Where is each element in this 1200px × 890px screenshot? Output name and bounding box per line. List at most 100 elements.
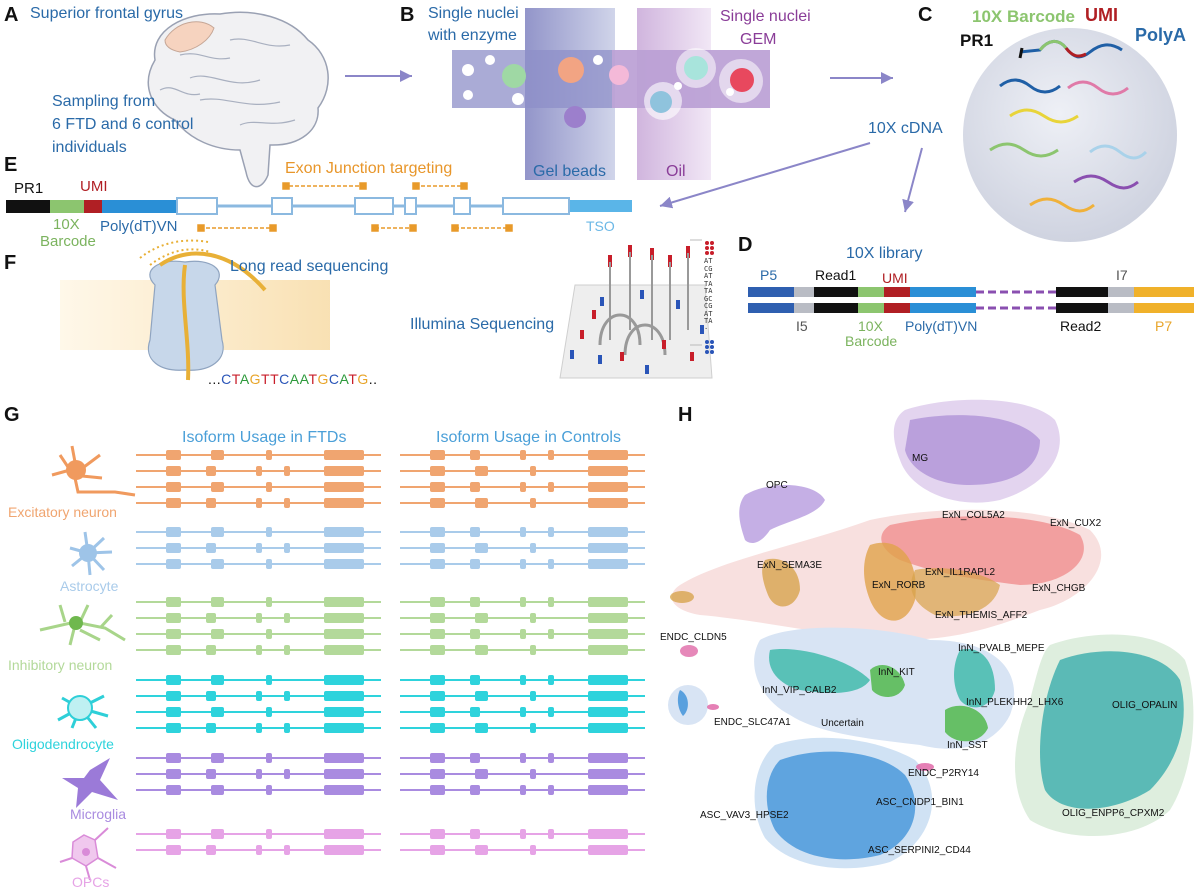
isoform-exon [206, 691, 216, 701]
umap-cluster-label: InN_KIT [878, 667, 915, 678]
library-construct [748, 287, 1194, 313]
isoform-exon [548, 675, 554, 685]
umap-cluster-label: Uncertain [821, 718, 864, 729]
isoform-exon [588, 829, 628, 839]
umap-plot [668, 399, 1194, 869]
read1-label: Read1 [815, 267, 857, 283]
isoform-exon [530, 723, 536, 733]
umap-cluster-label: InN_PLEKHH2_LHX6 [966, 697, 1064, 708]
isoform-exon [430, 845, 445, 855]
isoform-exon [475, 691, 488, 701]
isoform-exon [430, 707, 445, 717]
read-base-pair: CG [704, 264, 713, 273]
isoform-exon [475, 723, 488, 733]
region-title: Superior frontal gyrus [30, 5, 183, 22]
isoform-exon [256, 769, 262, 779]
sequence-base: T [308, 371, 318, 387]
sequence-base: A [239, 371, 250, 387]
isoform-exon [284, 845, 290, 855]
isoform-exon [166, 845, 181, 855]
isoform-exon [256, 723, 262, 733]
isoform-exon [324, 829, 364, 839]
isoform-exon [548, 527, 554, 537]
isoform-exon [324, 450, 364, 460]
isoform-exon [256, 543, 262, 553]
cell-type-label: Microglia [70, 806, 127, 822]
barcode-label-d-1: 10X [858, 318, 883, 334]
isoform-exon [588, 785, 628, 795]
brain-illustration [147, 11, 329, 188]
sequence-base: G [357, 371, 369, 387]
polya-label: PolyA [1135, 25, 1187, 45]
isoform-exon [166, 675, 181, 685]
isoform-exon [324, 543, 364, 553]
isoform-exon [588, 845, 628, 855]
isoform-exon [588, 482, 628, 492]
read-base-pair: CG [704, 302, 713, 310]
isoform-exon [266, 753, 272, 763]
isoform-exon [166, 769, 181, 779]
isoform-exon [520, 450, 526, 460]
read-base-pair: GC [704, 294, 713, 303]
read-base-pair: TA [704, 279, 713, 288]
isoform-exon [166, 645, 181, 655]
isoform-exon [324, 629, 364, 639]
isoform-exon [475, 613, 488, 623]
panel-label-d: D [738, 234, 753, 256]
sequence-prefix: ... [208, 371, 222, 387]
isoform-exon [475, 543, 488, 553]
isoform-exon [475, 769, 488, 779]
isoform-exon [588, 691, 628, 701]
isoform-exon [206, 645, 216, 655]
isoform-exon [430, 613, 445, 623]
isoform-exon [548, 482, 554, 492]
isoform-exon [530, 691, 536, 701]
umap-cluster-label: OPC [766, 480, 788, 491]
nuclei-gem-line-2: GEM [740, 31, 777, 48]
umap-cluster-label: ASC_CNDP1_BIN1 [876, 797, 964, 808]
isoform-exon [266, 785, 272, 795]
isoform-exon [470, 482, 480, 492]
isoform-exon [266, 450, 272, 460]
umap-cluster-label: InN_PVALB_MEPE [958, 643, 1045, 654]
read-base-pair: TA [704, 317, 713, 325]
isoform-exon [588, 613, 628, 623]
panel-label-f: F [4, 252, 17, 274]
isoform-exon [530, 466, 536, 476]
isoform-exon [266, 629, 272, 639]
isoform-exon [284, 645, 290, 655]
isoform-exon [588, 527, 628, 537]
sampling-line-1: Sampling from [52, 93, 156, 110]
isoform-exon [430, 629, 445, 639]
isoform-exon [284, 613, 290, 623]
isoform-exon [256, 691, 262, 701]
isoform-exon [206, 769, 216, 779]
isoform-exon [324, 645, 364, 655]
isoform-exon [266, 527, 272, 537]
isoform-exon [266, 597, 272, 607]
isoform-exon [166, 829, 181, 839]
umap-cluster-label: ExN_CHGB [1032, 583, 1086, 594]
umap-cluster-label: ExN_RORB [872, 580, 926, 591]
isoform-exon [166, 613, 181, 623]
isoform-exon [588, 723, 628, 733]
p7-label: P7 [1155, 318, 1173, 334]
isoform-exon [548, 450, 554, 460]
isoform-exon [206, 543, 216, 553]
isoform-exon [430, 829, 445, 839]
isoform-exon [430, 527, 445, 537]
umap-cluster-label: ENDC_SLC47A1 [714, 717, 791, 728]
umap-cluster-label: ENDC_P2RY14 [908, 768, 979, 779]
isoform-exon [324, 723, 364, 733]
isoform-exon [520, 785, 526, 795]
isoform-exon [430, 691, 445, 701]
excitatory-neuron-icon [51, 445, 136, 497]
isoform-exon [530, 498, 536, 508]
sequence-bases: CTAGTTCAATGCATG [221, 371, 369, 387]
umap-cluster-label: InN_VIP_CALB2 [762, 685, 837, 696]
cell-type-label: Astrocyte [60, 578, 119, 594]
isoform-exon [266, 675, 272, 685]
isoform-exon [211, 450, 224, 460]
sampling-line-2: 6 FTD and 6 control [52, 116, 194, 133]
isoform-exon [324, 675, 364, 685]
